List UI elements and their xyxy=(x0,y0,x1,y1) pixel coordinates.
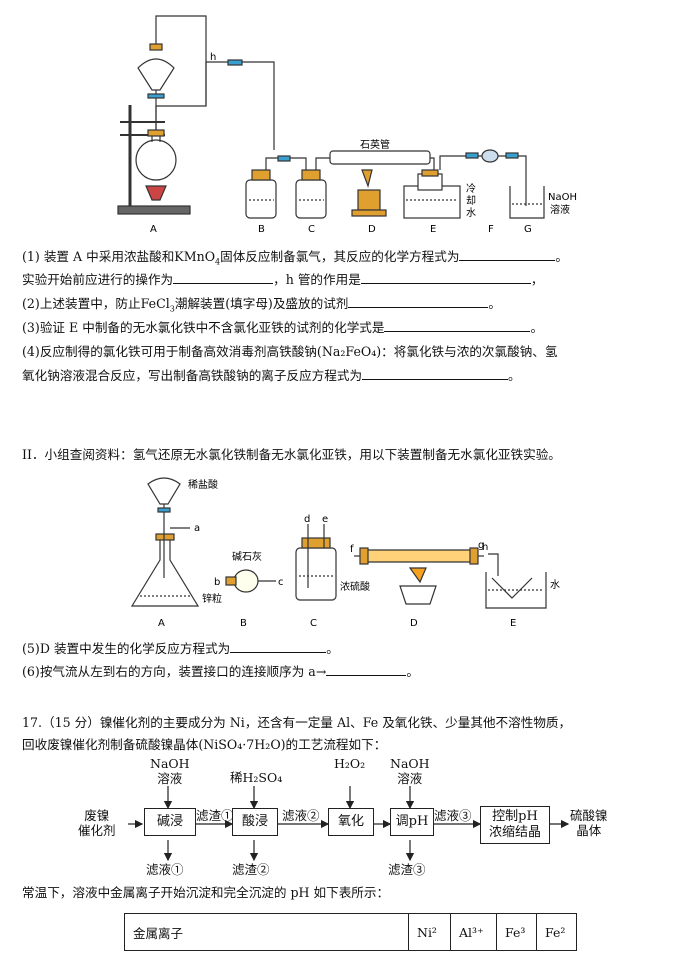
label-zinc: 锌粒 xyxy=(202,592,222,605)
label-naoh-2: 溶液 xyxy=(550,203,570,216)
label-soda-lime: 碱石灰 xyxy=(232,550,262,563)
label-D: D xyxy=(368,224,376,235)
flow-reagent-h2o2: H₂O₂ xyxy=(334,756,366,771)
q17-line1: 17.（15 分）镍催化剂的主要成分为 Ni，还含有一定量 Al、Fe 及氧化铁… xyxy=(22,715,572,730)
flow-link-filtrate-3: 滤液③ xyxy=(434,808,472,823)
fig2-label-A: A xyxy=(158,618,165,629)
q5-line: (5)D 装置中发生的化学反应方程式为。 xyxy=(22,640,339,656)
port-b: b xyxy=(214,577,220,588)
flow-step-oxidize: 氧化 xyxy=(328,808,374,836)
flow-out-residue-3: 滤渣③ xyxy=(388,862,426,877)
flow-reagent-h2so4: 稀H₂SO₄ xyxy=(230,770,283,785)
table-header-al: Al³⁺ xyxy=(450,913,497,951)
flow-out-residue-2: 滤渣② xyxy=(232,862,270,877)
q2-line: (2)上述装置中，防止FeCl3潮解装置(填字母)及盛放的试剂。 xyxy=(22,295,501,314)
q3-line: (3)验证 E 中制备的无水氯化铁中不含氯化亚铁的试剂的化学式是。 xyxy=(22,319,544,335)
table-header-ni: Ni² xyxy=(408,913,451,951)
flow-reagent-naoh-1: NaOH 溶液 xyxy=(150,756,190,786)
label-conc-h2so4: 浓硫酸 xyxy=(340,580,370,593)
fig2-label-B: B xyxy=(240,618,247,629)
answer-blank-q5[interactable] xyxy=(230,640,327,653)
process-flow-arrows xyxy=(128,786,570,862)
port-g: g xyxy=(478,540,484,551)
answer-blank-q1b[interactable] xyxy=(173,271,274,284)
label-water: 水 xyxy=(550,579,560,591)
q1-line1: (1) 装置 A 中采用浓盐酸和KMnO4固体反应制备氯气，其反应的化学方程式为… xyxy=(22,248,568,267)
fig2-label-E: E xyxy=(510,618,516,629)
label-quartz: 石英管 xyxy=(360,138,390,151)
port-e: e xyxy=(322,514,328,525)
label-G: G xyxy=(524,224,532,235)
flow-end: 硫酸镍 晶体 xyxy=(570,808,608,838)
port-a: a xyxy=(194,523,200,534)
table-row: 金属离子 Ni² Al³⁺ Fe³ Fe² xyxy=(124,913,577,951)
port-c: c xyxy=(278,577,284,588)
table-header-fe3: Fe³ xyxy=(496,913,537,951)
q4-line2: 氧化钠溶液混合反应，写出制备高铁酸钠的离子反应方程式为。 xyxy=(22,367,521,383)
q17-line2: 回收废镍催化剂制备硫酸镍晶体(NiSO₄·7H₂O)的工艺流程如下： xyxy=(22,737,387,752)
answer-blank-q3[interactable] xyxy=(384,319,531,332)
answer-blank-q1a[interactable] xyxy=(459,248,556,261)
flow-step-acid-leach: 酸浸 xyxy=(232,808,278,836)
apparatus-figure-1: h 石英管 冷 却 水 NaOH 溶液 A B C D E F G xyxy=(117,15,577,235)
answer-blank-q1c[interactable] xyxy=(360,271,531,284)
label-cooling-2: 却 xyxy=(466,195,476,207)
fig2-label-C: C xyxy=(310,618,317,629)
flow-out-filtrate-1: 滤液① xyxy=(146,862,184,877)
q17-table-intro: 常温下，溶液中金属离子开始沉淀和完全沉淀的 pH 如下表所示： xyxy=(22,885,390,900)
label-cooling-3: 水 xyxy=(466,207,476,219)
answer-blank-q4[interactable] xyxy=(362,367,509,380)
q1-line2: 实验开始前应进行的操作为，h 管的作用是， xyxy=(22,271,544,287)
answer-blank-q6[interactable] xyxy=(326,663,407,676)
label-F: F xyxy=(488,224,494,235)
label-h: h xyxy=(210,52,216,63)
table-header-fe2: Fe² xyxy=(536,913,577,951)
label-naoh-1: NaOH xyxy=(548,192,577,203)
label-C: C xyxy=(308,224,315,235)
ion-ph-table: 金属离子 Ni² Al³⁺ Fe³ Fe² xyxy=(124,913,577,951)
port-f: f xyxy=(350,544,354,555)
part2-intro: II．小组查阅资料：氢气还原无水氯化铁制备无水氯化亚铁，用以下装置制备无水氯化亚… xyxy=(22,447,561,462)
answer-blank-q2[interactable] xyxy=(348,295,489,308)
label-A: A xyxy=(150,224,157,235)
flow-start: 废镍 催化剂 xyxy=(78,808,116,838)
flow-step-alkali-leach: 碱浸 xyxy=(144,808,196,836)
q4-line1: (4)反应制得的氯化铁可用于制备高效消毒剂高铁酸钠(Na₂FeO₄)：将氯化铁与… xyxy=(22,344,558,359)
port-d: d xyxy=(304,514,310,525)
label-cooling-1: 冷 xyxy=(466,182,476,195)
flow-reagent-naoh-2: NaOH 溶液 xyxy=(390,756,430,786)
flow-step-adjust-ph: 调pH xyxy=(390,808,434,836)
label-dilute-hcl: 稀盐酸 xyxy=(188,478,218,491)
label-E: E xyxy=(430,224,436,235)
label-B: B xyxy=(258,224,265,235)
fig2-label-D: D xyxy=(410,618,418,629)
q6-line: (6)按气流从左到右的方向，装置接口的连接顺序为 a→。 xyxy=(22,663,419,679)
flow-step-crystallize: 控制pH 浓缩结晶 xyxy=(480,806,550,844)
table-header-metal-ion: 金属离子 xyxy=(124,913,409,951)
apparatus-figure-2: 稀盐酸 a 碱石灰 b c d e 浓硫酸 f g h 锌粒 水 A B C D… xyxy=(130,477,560,629)
port-h: h xyxy=(482,542,488,553)
flow-link-residue-1: 滤渣① xyxy=(196,808,234,823)
flow-link-filtrate-2: 滤液② xyxy=(282,808,320,823)
